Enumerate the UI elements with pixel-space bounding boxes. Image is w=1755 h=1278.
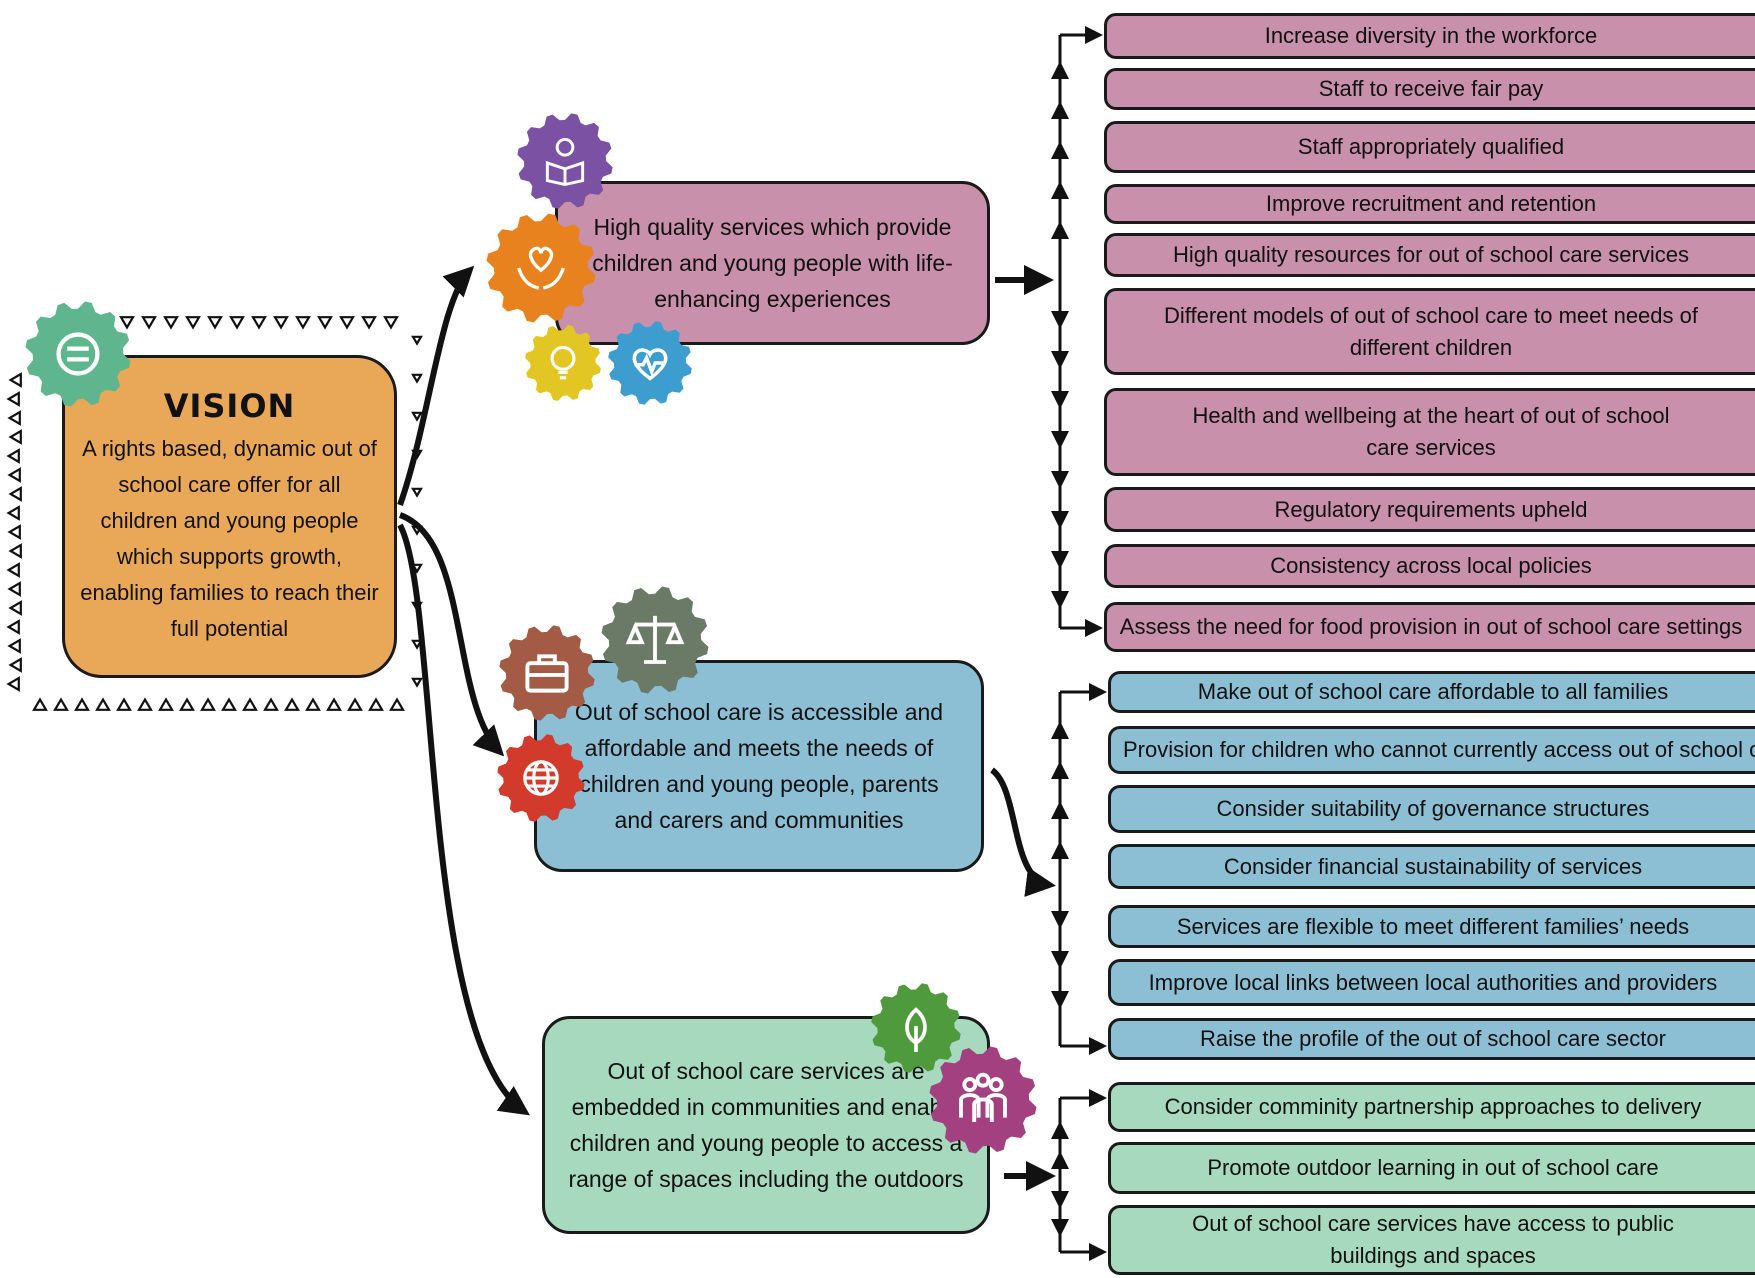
gear-globe — [496, 733, 586, 823]
action-box: Services are flexible to meet different … — [1108, 905, 1755, 948]
vision-title: VISION — [163, 386, 296, 425]
action-box: Different models of out of school care t… — [1104, 288, 1755, 375]
arrow-vision-to-theme-3 — [397, 523, 530, 1116]
reading-icon — [545, 137, 585, 187]
action-box: Raise the profile of the out of school c… — [1108, 1018, 1755, 1060]
action-text: Health and wellbeing at the heart of out… — [1192, 403, 1670, 460]
action-box: Consider suitability of governance struc… — [1108, 785, 1755, 833]
gear-lightbulb — [524, 324, 602, 402]
lightbulb-icon — [550, 345, 576, 380]
arrow-vision-to-theme-2 — [398, 512, 505, 757]
action-text: Consider suitability of governance struc… — [1216, 796, 1650, 821]
gear-heart-hands — [485, 212, 597, 324]
action-box: Health and wellbeing at the heart of out… — [1104, 388, 1755, 476]
action-box: Consider comminity partnership approache… — [1108, 1082, 1755, 1132]
gear-people — [928, 1045, 1038, 1155]
action-text: Different models of out of school care t… — [1163, 302, 1698, 360]
action-box: Improve local links between local author… — [1108, 959, 1755, 1006]
briefcase-icon — [525, 654, 569, 693]
theme-box-accessible: Out of school care is accessible and aff… — [534, 660, 984, 872]
globe-icon — [523, 760, 559, 796]
vision-box: VISION A rights based, dynamic out of sc… — [62, 355, 397, 678]
action-box: Assess the need for food provision in ou… — [1104, 602, 1755, 652]
action-text: Staff to receive fair pay — [1318, 76, 1544, 101]
action-text: Improve recruitment and retention — [1265, 191, 1597, 216]
equality-icon — [56, 332, 100, 376]
action-text: Promote outdoor learning in out of schoo… — [1207, 1155, 1659, 1180]
action-box: Out of school care services have access … — [1108, 1205, 1755, 1275]
gear-scales — [600, 585, 710, 695]
action-text: Staff appropriately qualified — [1297, 134, 1565, 159]
action-box: Improve recruitment and retention — [1104, 184, 1755, 224]
action-text: Services are flexible to meet different … — [1176, 913, 1690, 939]
action-box: Staff to receive fair pay — [1104, 68, 1755, 110]
action-text: Out of school care services have access … — [1192, 1211, 1674, 1268]
gear-heartbeat — [607, 320, 693, 406]
scales-icon — [625, 615, 685, 664]
action-box: Consistency across local policies — [1104, 544, 1755, 588]
gear-briefcase — [498, 624, 596, 722]
arrow-theme-2-to-actions — [989, 767, 1056, 897]
action-box: Staff appropriately qualified — [1104, 121, 1755, 173]
gear-leaf — [870, 982, 962, 1074]
leaf-icon — [905, 1007, 927, 1052]
action-text: Improve local links between local author… — [1148, 969, 1718, 995]
theme-text: Out of school care services are embedded… — [568, 1058, 964, 1192]
action-box: Increase diversity in the workforce — [1104, 13, 1755, 59]
action-text: Consider financial sustainability of ser… — [1223, 853, 1643, 879]
arrow-vision-to-theme-1 — [397, 265, 475, 506]
action-text: Make out of school care affordable to al… — [1197, 679, 1669, 704]
action-text: Increase diversity in the workforce — [1264, 23, 1598, 48]
gear-equality — [24, 300, 132, 408]
theme-box-high-quality: High quality services which provide chil… — [555, 181, 990, 345]
people-icon — [959, 1072, 1007, 1122]
action-box: Make out of school care affordable to al… — [1108, 671, 1755, 713]
action-text: Consistency across local policies — [1270, 553, 1592, 578]
decorative-triangle-border — [6, 316, 423, 711]
gear-reading — [516, 112, 614, 210]
action-text: Assess the need for food provision in ou… — [1119, 614, 1743, 639]
action-box: Regulatory requirements upheld — [1104, 487, 1755, 532]
action-text: Consider comminity partnership approache… — [1164, 1094, 1702, 1119]
vision-text: A rights based, dynamic out of school ca… — [80, 435, 379, 641]
action-box: Provision for children who cannot curren… — [1108, 726, 1755, 774]
theme-text: Out of school care is accessible and aff… — [574, 699, 944, 833]
action-text: Raise the profile of the out of school c… — [1200, 1026, 1666, 1051]
action-box: Consider financial sustainability of ser… — [1108, 844, 1755, 889]
action-text: Provision for children who cannot curren… — [1123, 737, 1755, 762]
theme-box-communities: Out of school care services are embedded… — [542, 1016, 990, 1234]
action-box: High quality resources for out of school… — [1104, 233, 1755, 277]
action-box: Promote outdoor learning in out of schoo… — [1108, 1142, 1755, 1194]
heartbeat-icon — [632, 348, 668, 381]
action-text: High quality resources for out of school… — [1172, 242, 1689, 267]
theme-text: High quality services which provide chil… — [592, 214, 953, 312]
action-text: Regulatory requirements upheld — [1274, 496, 1588, 522]
